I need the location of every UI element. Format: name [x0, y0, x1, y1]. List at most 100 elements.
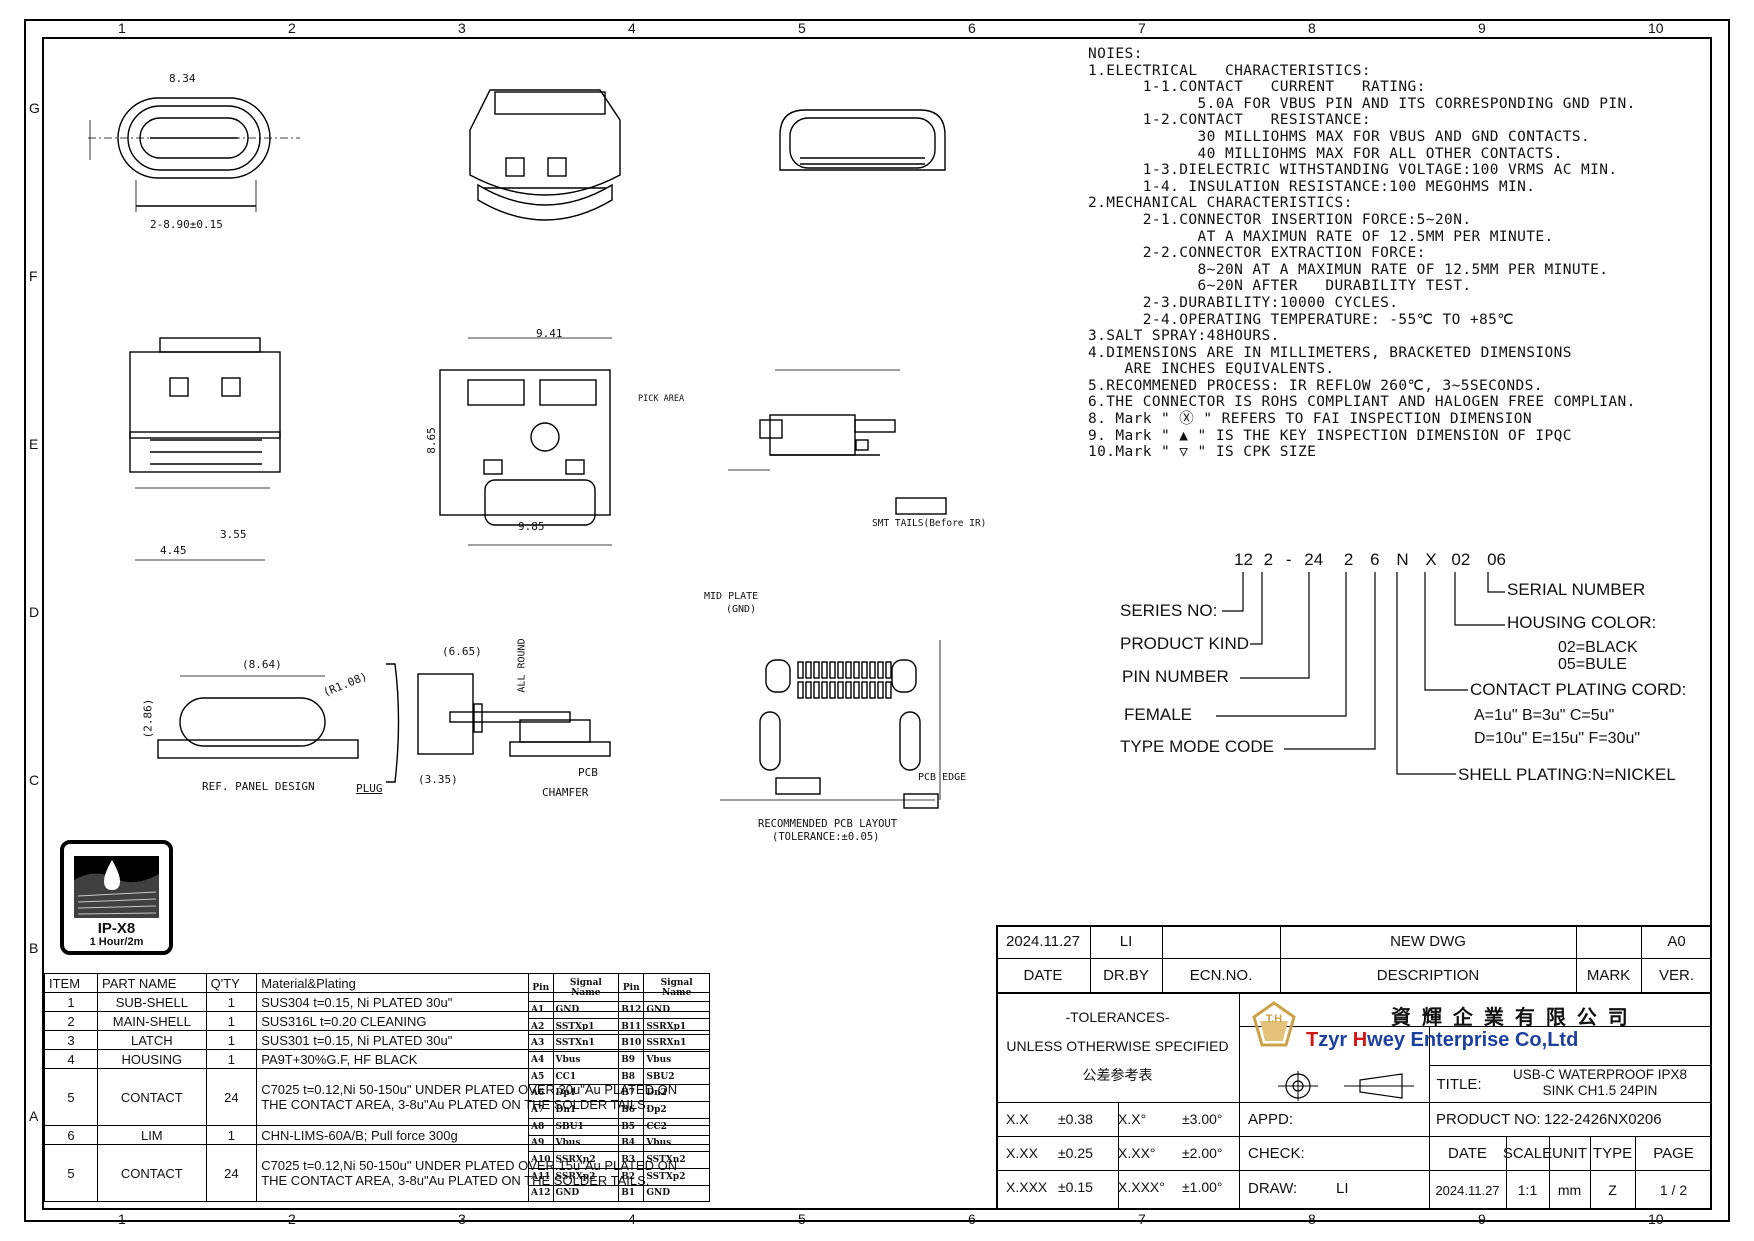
pin-cell: SBU1: [552, 1117, 620, 1136]
pin-cell: B8: [618, 1067, 645, 1086]
note-line: ARE INCHES EQUIVALENTS.: [1088, 361, 1335, 378]
pin-cell: Dn1: [552, 1101, 620, 1119]
note-line: 10.Mark " ▽ " IS CPK SIZE: [1088, 444, 1317, 461]
section-view-drawing: [386, 663, 611, 783]
pin-cell: GND: [552, 1184, 620, 1203]
zone-column-3: 3: [458, 1211, 466, 1227]
footer-type-label: TYPE: [1592, 1144, 1633, 1162]
footer-page-value: 1 / 2: [1659, 1182, 1688, 1198]
pin-cell: Vbus: [552, 1134, 620, 1153]
pin-cell: SBU2: [643, 1067, 710, 1086]
notes-block: NOIES:1.ELECTRICAL CHARACTERISTICS: 1-1.…: [1088, 46, 1636, 461]
footer-scale-label: SCALE: [1502, 1144, 1553, 1162]
note-line: 8~20N AT A MAXIMUN RATE OF 12.5MM PER MI…: [1088, 261, 1609, 278]
zone-column-2: 2: [288, 20, 296, 36]
mid-plate-gnd: (GND): [726, 604, 757, 615]
pin-header-cell: Pin: [528, 973, 554, 1002]
zone-row-G: G: [29, 100, 40, 116]
pcb-pad: [829, 681, 836, 699]
zone-column-9: 9: [1478, 1211, 1486, 1227]
parts-cell: 3: [43, 1030, 99, 1050]
check-label: CHECK:: [1248, 1145, 1305, 1162]
appd-label: APPD:: [1248, 1111, 1294, 1128]
product-no-value: 122-2426NX0206: [1544, 1111, 1662, 1128]
dim-label-665: (6.65): [442, 645, 482, 658]
tolerance-cell: ±0.15: [1058, 1179, 1093, 1195]
company-t: T: [1306, 1029, 1319, 1051]
product-kind-label: PRODUCT KIND: [1120, 634, 1250, 653]
dim-label-445: 4.45: [160, 544, 187, 557]
pin-cell: GND: [643, 1001, 710, 1019]
product-no-label: PRODUCT NO:: [1436, 1111, 1541, 1128]
pcb-pad: [845, 681, 852, 699]
company-name-en: Tzyr Hwey Enterprise Co,Ltd: [1306, 1029, 1578, 1052]
panel-design-drawing: [157, 675, 359, 759]
iso-view-drawing: [469, 89, 621, 221]
footer-unit-value: mm: [1557, 1182, 1582, 1198]
zone-row-A: A: [29, 1108, 39, 1124]
header-ecn: ECN.NO.: [1189, 966, 1253, 984]
smt-tails-label: SMT TAILS(Before IR): [872, 518, 987, 529]
mid-plate-label: MID PLATE: [704, 591, 759, 602]
note-line: AT A MAXIMUN RATE OF 12.5MM PER MINUTE.: [1088, 228, 1554, 245]
shell-plating-label: SHELL PLATING:N=NICKEL: [1458, 765, 1676, 784]
pin-header-cell: Pin: [618, 973, 645, 1002]
zone-column-2: 2: [288, 1211, 296, 1227]
pin-cell: Dn2: [643, 1084, 710, 1103]
dim-label-985: 9.85: [518, 520, 545, 533]
serial-label: SERIAL NUMBER: [1507, 580, 1646, 599]
code-seg: 2: [1343, 550, 1354, 569]
note-line: 1-4. INSULATION RESISTANCE:100 MEGOHMS M…: [1088, 178, 1536, 195]
pcb-pad: [877, 681, 884, 699]
all-round-label: ALL ROUND: [516, 638, 528, 693]
tolerance-cell: X.XXX°: [1118, 1179, 1165, 1195]
ipx8-logo: IP-X8 1 Hour/2m: [60, 840, 173, 955]
tolerance-cell: ±2.00°: [1182, 1145, 1223, 1161]
note-line: NOIES:: [1088, 46, 1143, 62]
dim-label-864: (8.64): [242, 658, 282, 671]
code-seg: 02: [1451, 550, 1471, 569]
pin-cell: SSRXn2: [552, 1151, 620, 1169]
code-seg: X: [1425, 550, 1437, 569]
housing-color-label: HOUSING COLOR:: [1507, 613, 1657, 632]
code-seg: 24: [1304, 550, 1324, 569]
pin-header-cell: Signal Name: [643, 973, 710, 1002]
drawing-outer-frame: [24, 19, 1730, 1222]
pin-cell: SSRXp2: [552, 1167, 620, 1186]
zone-row-C: C: [29, 772, 40, 788]
housing-blue: 05=BULE: [1558, 656, 1627, 673]
company-h: H: [1352, 1029, 1368, 1051]
note-line: 1.ELECTRICAL CHARACTERISTICS:: [1088, 62, 1372, 79]
parts-cell: 24: [205, 1144, 258, 1202]
company-zyr: zyr: [1318, 1029, 1353, 1051]
side-view-drawing: [439, 337, 612, 546]
header-date: DATE: [1023, 966, 1063, 984]
pin-header-cell: Signal Name: [552, 973, 620, 1002]
pin-cell: B2: [618, 1167, 645, 1186]
parts-cell: 24: [205, 1068, 258, 1126]
draw-label: DRAW:: [1248, 1180, 1298, 1197]
code-seg: 06: [1487, 550, 1506, 569]
pin-cell: SSTXp1: [552, 1017, 620, 1036]
pcb-layout-drawing: [720, 640, 941, 809]
profile-view-drawing: [728, 369, 947, 515]
pin-cell: A1: [528, 1001, 554, 1019]
zone-column-8: 8: [1308, 1211, 1316, 1227]
footer-scale-value: 1:1: [1517, 1182, 1538, 1198]
rev-date: 2024.11.27: [1006, 933, 1080, 950]
pin-cell: A6: [528, 1084, 554, 1103]
projection-symbol-icon: [1278, 1071, 1414, 1101]
pin-cell: B5: [618, 1117, 645, 1136]
footer-page-label: PAGE: [1653, 1144, 1694, 1162]
pin-cell: Vbus: [643, 1051, 710, 1069]
company-logo: T.H: [1250, 1001, 1298, 1049]
tolerance-cell: X.XXX: [1006, 1179, 1048, 1195]
